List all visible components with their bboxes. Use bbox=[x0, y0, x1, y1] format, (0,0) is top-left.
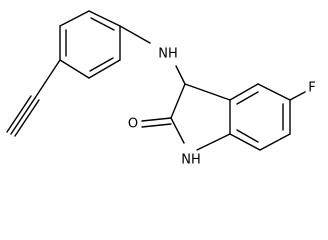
bond bbox=[141, 123, 172, 128]
bond bbox=[59, 59, 90, 79]
bond bbox=[90, 17, 115, 31]
ethynyl-group bbox=[6, 59, 61, 137]
bond bbox=[34, 59, 61, 99]
bond bbox=[88, 10, 121, 27]
bond bbox=[196, 133, 231, 151]
bond bbox=[170, 117, 185, 144]
bond bbox=[184, 83, 231, 101]
amine-label: NH bbox=[158, 47, 178, 62]
bond bbox=[175, 65, 186, 85]
lactam-nitrogen-label: NH bbox=[181, 153, 201, 168]
bond bbox=[229, 133, 261, 151]
bond bbox=[59, 10, 90, 27]
bond bbox=[170, 83, 186, 119]
bond bbox=[10, 97, 36, 135]
bond bbox=[236, 91, 259, 105]
bond bbox=[259, 133, 291, 151]
carbonyl-oxygen-label: O bbox=[128, 117, 138, 132]
bond bbox=[6, 95, 32, 133]
fluorine-label: F bbox=[308, 81, 315, 96]
bond bbox=[89, 57, 114, 72]
bond bbox=[141, 117, 172, 122]
chemical-structure: NH O NH F bbox=[6, 10, 316, 168]
bond bbox=[236, 129, 259, 143]
phenyl-ring bbox=[59, 10, 121, 79]
bond bbox=[88, 59, 121, 79]
bond bbox=[289, 91, 306, 101]
bond bbox=[257, 83, 291, 101]
bond bbox=[119, 25, 151, 44]
bond bbox=[229, 83, 259, 101]
lactam-ring bbox=[170, 83, 231, 151]
benzo-ring bbox=[229, 83, 291, 151]
bond bbox=[14, 99, 40, 137]
